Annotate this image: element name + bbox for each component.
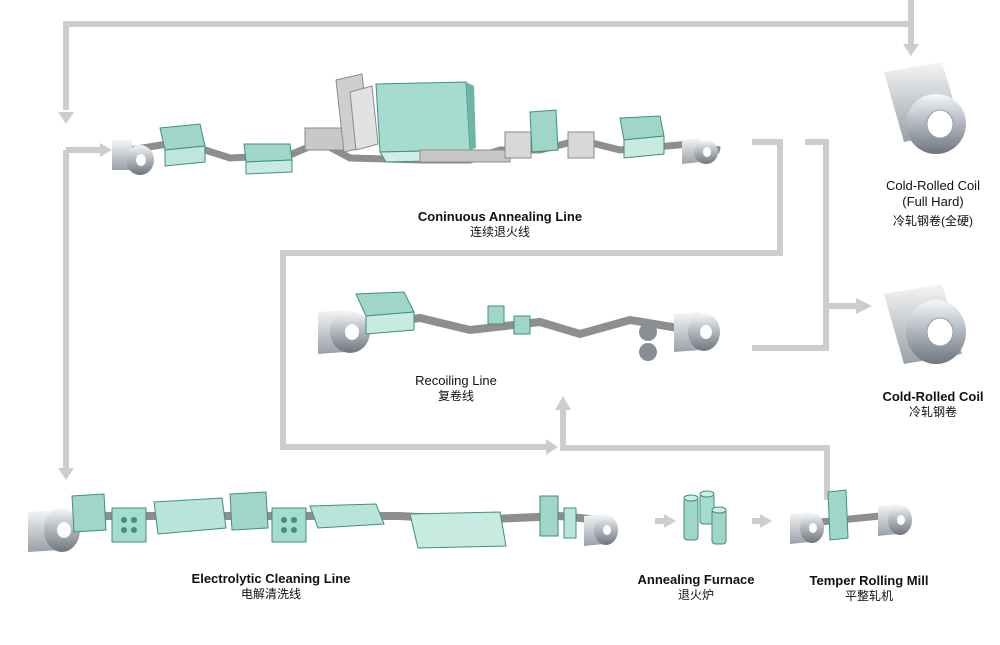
full-hard-coil-subtitle: (Full Hard) xyxy=(902,194,964,210)
recoiling-unit-2 xyxy=(487,305,531,335)
recoiling-exit-coil xyxy=(674,312,720,352)
recoiling-unit-1 xyxy=(355,291,415,335)
flow-lines xyxy=(63,0,914,524)
arrow-right-temper xyxy=(760,514,772,528)
arrow-down-full-hard xyxy=(903,44,919,56)
flow-annealing-exit xyxy=(280,139,783,450)
flow-arrowheads xyxy=(58,44,919,528)
continuous-annealing-line xyxy=(112,73,721,175)
temper-rolling-mill-zh: 平整轧机 xyxy=(844,589,893,604)
electrolytic-unit-1 xyxy=(71,493,147,543)
recoiling-entry-coil xyxy=(318,310,370,354)
arrow-down-electrolytic xyxy=(58,468,74,480)
annealing-furnace-zh: 退火炉 xyxy=(677,588,714,603)
recoiling-line xyxy=(318,291,720,361)
cold-rolled-coil-title: Cold-Rolled Coil xyxy=(882,389,984,404)
full-hard-coil-image xyxy=(884,62,966,154)
full-hard-coil-label: Cold-Rolled Coil (Full Hard) 冷轧钢卷(全硬) xyxy=(866,178,1000,229)
electrolytic-cleaning-title: Electrolytic Cleaning Line xyxy=(191,571,351,586)
full-hard-coil-title: Cold-Rolled Coil xyxy=(886,178,980,193)
full-hard-coil-zh: 冷轧钢卷(全硬) xyxy=(893,213,973,228)
flow-top-return xyxy=(63,0,914,110)
cold-rolled-coil-zh: 冷轧钢卷 xyxy=(908,405,957,420)
arrow-right-furnace xyxy=(664,514,676,528)
temper-rolling-mill-title: Temper Rolling Mill xyxy=(809,573,929,588)
annealing-unit-2 xyxy=(243,143,293,175)
annealing-furnace-title: Annealing Furnace xyxy=(637,572,755,587)
electrolytic-tank-1 xyxy=(153,497,227,535)
recoiling-label: Recoiling Line 复卷线 xyxy=(386,373,526,404)
flow-right-bracket xyxy=(752,139,829,351)
arrow-up-recoil-return xyxy=(555,396,571,410)
continuous-annealing-label: Coninuous Annealing Line 连续退火线 xyxy=(380,209,620,240)
electrolytic-tank-2 xyxy=(309,503,385,529)
temper-rolling-mill-label: Temper Rolling Mill 平整轧机 xyxy=(798,573,940,604)
annealing-unit-1 xyxy=(159,123,206,167)
annealing-exit-coil xyxy=(682,138,718,164)
annealing-looper xyxy=(304,73,379,153)
annealing-unit-3 xyxy=(619,115,665,159)
cold-rolled-coil-image xyxy=(884,284,966,364)
recoiling-zh: 复卷线 xyxy=(437,389,474,404)
continuous-annealing-title: Coninuous Annealing Line xyxy=(417,209,583,224)
electrolytic-cleaning-line xyxy=(28,491,618,552)
recoiling-rolls xyxy=(639,323,657,361)
arrow-right-cold-rolled xyxy=(856,298,872,314)
electrolytic-unit-3 xyxy=(539,495,577,539)
annealing-exit-section xyxy=(419,109,595,163)
electrolytic-cleaning-zh: 电解清洗线 xyxy=(240,587,301,602)
cold-rolled-coil-label: Cold-Rolled Coil 冷轧钢卷 xyxy=(866,389,1000,420)
electrolytic-tank-3 xyxy=(409,511,507,549)
recoiling-strip xyxy=(349,313,691,339)
arrow-right-left-entry xyxy=(100,143,112,157)
arrow-right-recoil-entry xyxy=(546,439,558,455)
electrolytic-cleaning-label: Electrolytic Cleaning Line 电解清洗线 xyxy=(160,571,382,602)
temper-rolling-mill-unit xyxy=(790,489,912,544)
annealing-furnace-unit xyxy=(683,490,727,545)
annealing-entry-coil xyxy=(112,140,154,175)
continuous-annealing-zh: 连续退火线 xyxy=(469,225,530,240)
recoiling-title: Recoiling Line xyxy=(415,373,497,388)
annealing-furnace-label: Annealing Furnace 退火炉 xyxy=(626,572,766,603)
flow-temper-return xyxy=(560,408,830,500)
electrolytic-entry-coil xyxy=(28,508,80,552)
electrolytic-exit-coil xyxy=(584,514,618,546)
electrolytic-unit-2 xyxy=(229,491,307,543)
arrow-down-left-top xyxy=(58,112,74,124)
